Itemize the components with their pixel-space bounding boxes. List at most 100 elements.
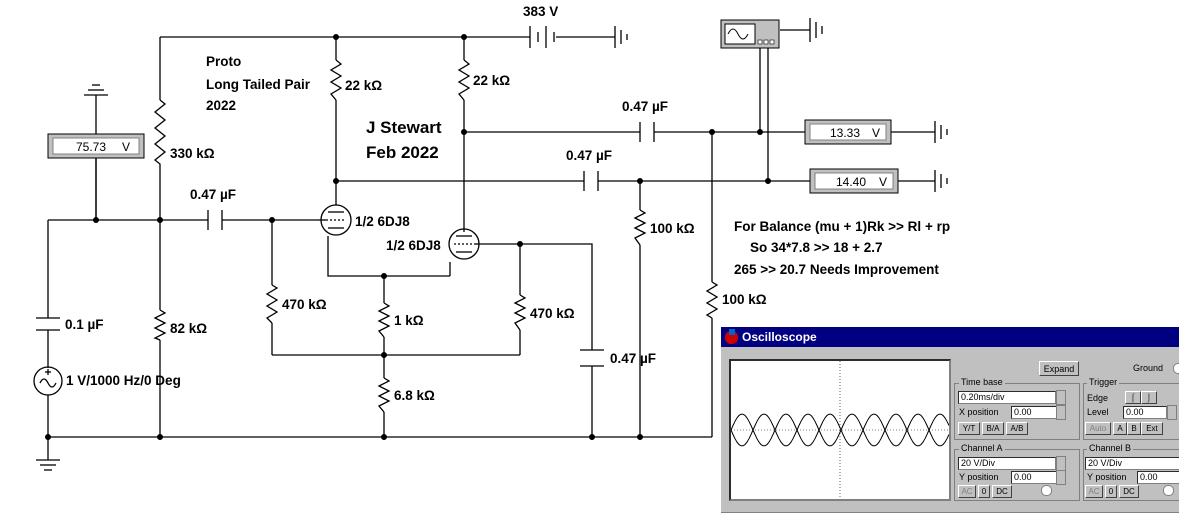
tube2-icon (448, 228, 480, 260)
ground-icon (614, 26, 628, 48)
channel-a-group (954, 449, 1080, 501)
ground-icon (934, 170, 948, 192)
voltmeter-out1-value: 13.33 (830, 126, 860, 140)
oscilloscope-titlebar[interactable]: Oscilloscope (721, 327, 1179, 347)
channel-b-title: Channel B (1087, 443, 1134, 453)
voltmeter-out1-unit: V (872, 126, 880, 140)
channel-b-scale-field[interactable]: 20 V/Div (1085, 457, 1179, 470)
timebase-group (954, 383, 1080, 440)
ground-icon (36, 459, 60, 471)
resistor-100k-a (633, 209, 647, 246)
channel-b-terminal[interactable] (1163, 485, 1174, 496)
ab-button[interactable]: A/B (1006, 422, 1028, 435)
oscilloscope-instrument-icon[interactable] (720, 19, 780, 49)
junctions (45, 34, 771, 440)
resistor-100k-b (705, 281, 719, 319)
ground-label: Ground (1133, 363, 1164, 373)
label-c-bypass: 0.47 µF (610, 351, 656, 366)
trigger-a-button[interactable]: A (1113, 422, 1127, 435)
voltmeter-bias-unit: V (122, 140, 130, 154)
wires (47, 29, 935, 460)
resistor-plate1 (329, 59, 343, 101)
supply-voltage-label: 383 V (523, 4, 558, 19)
channel-a-terminal[interactable] (1041, 485, 1052, 496)
auto-button[interactable]: Auto (1085, 422, 1111, 435)
resistor-plate2 (457, 59, 471, 101)
channel-a-ypos-field[interactable]: 0.00 (1011, 471, 1057, 484)
resistor-grid2 (513, 294, 527, 331)
channel-a-dc-button[interactable]: DC (992, 485, 1012, 498)
oscilloscope-app-icon (725, 328, 738, 344)
note-proto-2: Long Tailed Pair (206, 77, 311, 92)
note-balance-1: For Balance (mu + 1)Rk >> Rl + rp (734, 219, 950, 234)
ground-terminal[interactable] (1173, 363, 1179, 374)
channel-a-scale-spinner[interactable] (1056, 456, 1066, 471)
ground-icon (84, 84, 108, 96)
label-r-82k: 82 kΩ (170, 321, 207, 336)
label-r-grid2: 470 kΩ (530, 306, 575, 321)
channel-b-ypos-field[interactable]: 0.00 (1137, 471, 1179, 484)
edge-label: Edge (1087, 393, 1109, 403)
channel-a-ypos-label: Y position (959, 472, 999, 482)
battery-icon (529, 26, 555, 48)
oscilloscope-window[interactable]: Oscilloscope Expand Ground Time base 0.2… (720, 326, 1179, 513)
trigger-title: Trigger (1087, 377, 1120, 387)
channel-a-ypos-spinner[interactable] (1056, 470, 1066, 485)
label-c-source: 0.1 µF (65, 317, 104, 332)
voltmeter-out2[interactable]: 14.40 V (809, 168, 899, 194)
note-proto-1: Proto (206, 54, 241, 69)
level-label: Level (1087, 407, 1109, 417)
label-c-in: 0.47 µF (190, 187, 236, 202)
trigger-group (1083, 383, 1179, 440)
label-tube1: 1/2 6DJ8 (355, 214, 410, 229)
channel-a-zero-button[interactable]: 0 (978, 485, 990, 498)
label-r-1k: 1 kΩ (394, 313, 424, 328)
edge-falling-button[interactable]: ⌡ (1141, 391, 1157, 404)
channel-b-zero-button[interactable]: 0 (1105, 485, 1117, 498)
edge-rising-button[interactable]: ⌠ (1125, 391, 1141, 404)
ac-source-icon (33, 366, 63, 396)
yt-button[interactable]: Y/T (958, 422, 980, 435)
channel-a-title: Channel A (959, 443, 1005, 453)
ba-button[interactable]: B/A (982, 422, 1004, 435)
note-balance-3: 265 >> 20.7 Needs Improvement (734, 262, 939, 277)
timebase-field[interactable]: 0.20ms/div (958, 391, 1056, 404)
timebase-spinner[interactable] (1056, 390, 1066, 405)
note-author-2: Feb 2022 (366, 143, 439, 162)
voltmeter-out2-unit: V (879, 175, 887, 189)
expand-button[interactable]: Expand (1039, 361, 1079, 376)
label-r-plate2: 22 kΩ (473, 73, 510, 88)
label-c-out2: 0.47 µF (566, 148, 612, 163)
channel-a-scale-field[interactable]: 20 V/Div (958, 457, 1056, 470)
label-tube2: 1/2 6DJ8 (386, 238, 441, 253)
oscilloscope-screen (729, 359, 951, 501)
label-r-100k-b: 100 kΩ (722, 292, 767, 307)
tube1-icon (318, 204, 352, 236)
note-balance-2: So 34*7.8 >> 18 + 2.7 (750, 240, 882, 255)
xpos-spinner[interactable] (1056, 405, 1066, 420)
level-field[interactable]: 0.00 (1123, 406, 1167, 419)
voltmeter-bias[interactable]: 75.73 V (47, 133, 145, 159)
trigger-ext-button[interactable]: Ext (1141, 422, 1163, 435)
voltmeter-out1[interactable]: 13.33 V (804, 119, 892, 145)
note-proto-3: 2022 (206, 98, 236, 113)
voltmeter-out2-value: 14.40 (836, 175, 866, 189)
resistor-1k (377, 302, 391, 338)
voltmeter-bias-value: 75.73 (76, 140, 106, 154)
resistor-82k (153, 309, 167, 341)
level-spinner[interactable] (1167, 405, 1177, 420)
oscilloscope-trace (730, 361, 950, 499)
label-r-plate1: 22 kΩ (345, 78, 382, 93)
resistors (153, 59, 719, 413)
note-author-1: J Stewart (366, 118, 442, 137)
channel-b-ac-button[interactable]: AC (1085, 485, 1103, 498)
channel-b-dc-button[interactable]: DC (1119, 485, 1139, 498)
label-r-100k-a: 100 kΩ (650, 221, 695, 236)
channel-a-ac-button[interactable]: AC (958, 485, 976, 498)
timebase-title: Time base (959, 377, 1005, 387)
label-r-6k8: 6.8 kΩ (394, 388, 435, 403)
channel-b-ypos-label: Y position (1087, 472, 1127, 482)
xpos-field[interactable]: 0.00 (1011, 406, 1057, 419)
trigger-b-button[interactable]: B (1127, 422, 1141, 435)
